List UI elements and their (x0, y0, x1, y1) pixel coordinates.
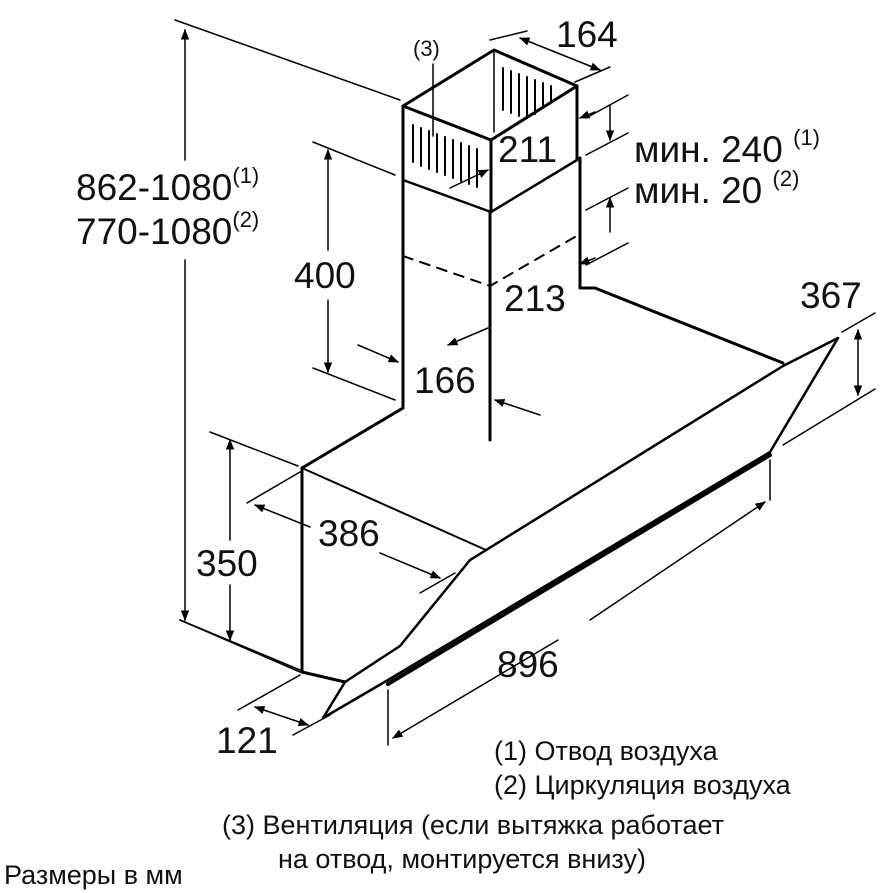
dim-164: 164 (556, 14, 618, 55)
chimney-lower (401, 156, 582, 442)
glass-panel (321, 336, 840, 720)
dim-166: 166 (414, 360, 476, 401)
legend-ref-3: (3) (222, 810, 255, 840)
dim-min-20: мин. 20 (2) (634, 168, 799, 211)
legend-item-3-cont: на отвод, монтируется внизу) (278, 844, 646, 874)
dimension-lines (174, 19, 876, 746)
dim-min-240-ref: (1) (793, 125, 821, 150)
dim-213: 213 (504, 278, 566, 319)
dim-total-height-2-ref: (2) (232, 207, 260, 232)
legend-text-1: Отвод воздуха (534, 736, 718, 766)
dim-367: 367 (800, 275, 862, 316)
dim-350: 350 (196, 543, 258, 584)
legend-ref-1: (1) (494, 736, 527, 766)
dim-121: 121 (216, 720, 278, 761)
legend-item-1: (1) Отвод воздуха (494, 738, 718, 765)
legend-item-3: (3) Вентиляция (если вытяжка работает (222, 812, 724, 839)
dim-min-20-ref: (2) (772, 166, 800, 191)
dim-min-240-value: мин. 240 (634, 129, 783, 170)
dim-386: 386 (318, 513, 380, 554)
callout-3: (3) (413, 36, 440, 61)
dim-min-20-value: мин. 20 (634, 170, 763, 211)
dim-total-height-1-value: 862-1080 (76, 167, 233, 208)
dim-211: 211 (498, 129, 557, 170)
legend-text-2: Циркуляция воздуха (534, 770, 791, 800)
dim-400: 400 (294, 255, 356, 296)
legend-text-3: Вентиляция (если вытяжка работает (262, 810, 724, 840)
hood-body (300, 286, 785, 684)
legend-ref-2: (2) (494, 770, 527, 800)
units-note: Размеры в мм (4, 860, 183, 890)
dim-total-height-2-value: 770-1080 (76, 211, 233, 252)
dim-min-240: мин. 240 (1) (634, 127, 820, 170)
dim-total-height-1: 862-1080(1) (76, 165, 259, 208)
dim-total-height-2: 770-1080(2) (76, 209, 259, 252)
legend-item-2: (2) Циркуляция воздуха (494, 772, 791, 799)
dim-896: 896 (497, 644, 559, 685)
vent-slots (412, 67, 552, 188)
dim-total-height-1-ref: (1) (232, 163, 260, 188)
